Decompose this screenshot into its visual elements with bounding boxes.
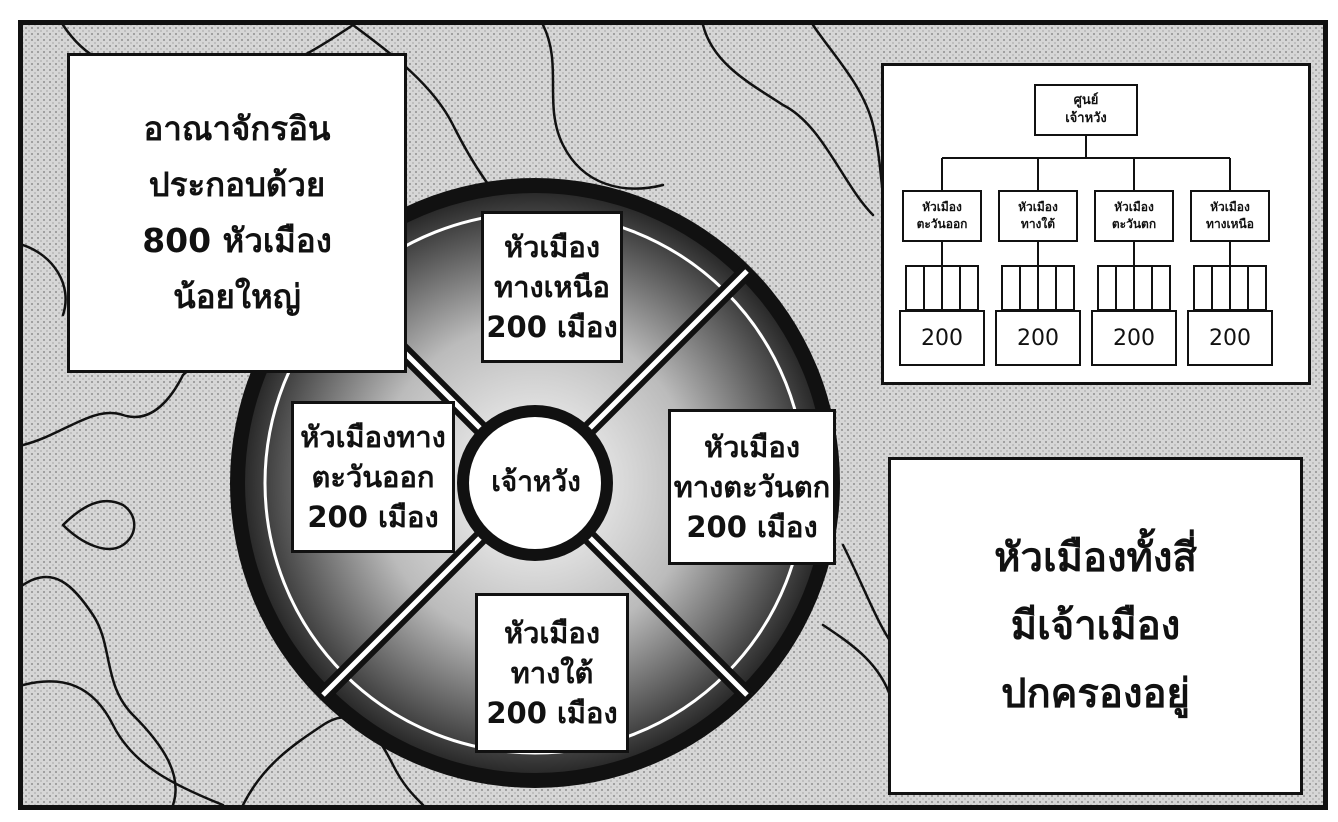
org-unit-line: ตะวันออก bbox=[916, 217, 968, 231]
region-west-line: หัวเมือง bbox=[703, 430, 800, 464]
region-south-label: หัวเมือง ทางใต้ 200 เมือง bbox=[475, 593, 629, 753]
wheel-hub bbox=[469, 417, 601, 549]
intro-line: น้อยใหญ่ bbox=[173, 277, 301, 316]
region-south-line: หัวเมือง bbox=[503, 616, 600, 650]
org-unit-south: หัวเมือง ทางใต้ bbox=[998, 190, 1078, 242]
region-west-line: 200 เมือง bbox=[686, 510, 818, 544]
org-unit-line: หัวเมือง bbox=[922, 200, 962, 214]
org-unit-line: หัวเมือง bbox=[1210, 200, 1250, 214]
summary-text-box: หัวเมืองทั้งสี่ มีเจ้าเมือง ปกครองอยู่ bbox=[888, 457, 1303, 795]
region-west-label: หัวเมือง ทางตะวันตก 200 เมือง bbox=[668, 409, 836, 565]
org-top-line: ศูนย์ bbox=[1073, 93, 1099, 108]
region-north-line: หัวเมือง bbox=[503, 230, 600, 264]
org-unit-line: ทางเหนือ bbox=[1206, 217, 1254, 231]
region-east-line: หัวเมืองทาง bbox=[300, 420, 446, 454]
org-count-north: 200 bbox=[1187, 310, 1273, 366]
summary-line: หัวเมืองทั้งสี่ bbox=[994, 535, 1197, 581]
org-unit-east: หัวเมือง ตะวันออก bbox=[902, 190, 982, 242]
region-north-line: ทางเหนือ bbox=[494, 270, 610, 304]
wheel-center-label: เจ้าหวัง bbox=[491, 465, 581, 498]
region-north-line: 200 เมือง bbox=[486, 310, 618, 344]
org-unit-west: หัวเมือง ตะวันตก bbox=[1094, 190, 1174, 242]
intro-line: อาณาจักรอิน bbox=[143, 109, 331, 148]
org-chart-lines bbox=[905, 136, 1267, 311]
region-south-line: ทางใต้ bbox=[510, 656, 594, 690]
org-unit-line: ตะวันตก bbox=[1111, 217, 1157, 231]
intro-line: ประกอบด้วย bbox=[148, 165, 326, 204]
region-east-line: ตะวันออก bbox=[311, 460, 435, 494]
org-unit-line: ทางใต้ bbox=[1020, 217, 1056, 231]
summary-line: มีเจ้าเมือง bbox=[1010, 603, 1181, 649]
org-count-west: 200 bbox=[1091, 310, 1177, 366]
region-north-label: หัวเมือง ทางเหนือ 200 เมือง bbox=[481, 211, 623, 363]
org-chart-top-node: ศูนย์ เจ้าหวัง bbox=[1034, 84, 1138, 136]
summary-line: ปกครองอยู่ bbox=[1001, 671, 1190, 717]
region-south-line: 200 เมือง bbox=[486, 696, 618, 730]
region-east-label: หัวเมืองทาง ตะวันออก 200 เมือง bbox=[291, 401, 455, 553]
org-count-east: 200 bbox=[899, 310, 985, 366]
intro-line: 800 หัวเมือง bbox=[142, 221, 332, 260]
region-east-line: 200 เมือง bbox=[307, 500, 439, 534]
org-unit-line: หัวเมือง bbox=[1114, 200, 1154, 214]
org-chart: ศูนย์ เจ้าหวัง หัวเมือง ตะวันออก หัวเมือ… bbox=[881, 63, 1311, 385]
intro-text-box: อาณาจักรอิน ประกอบด้วย 800 หัวเมือง น้อย… bbox=[67, 53, 407, 373]
illustration-panel: อาณาจักรอิน ประกอบด้วย 800 หัวเมือง น้อย… bbox=[18, 20, 1328, 810]
org-top-line: เจ้าหวัง bbox=[1065, 111, 1107, 126]
org-unit-north: หัวเมือง ทางเหนือ bbox=[1190, 190, 1270, 242]
region-west-line: ทางตะวันตก bbox=[673, 470, 831, 504]
org-count-south: 200 bbox=[995, 310, 1081, 366]
org-unit-line: หัวเมือง bbox=[1018, 200, 1058, 214]
